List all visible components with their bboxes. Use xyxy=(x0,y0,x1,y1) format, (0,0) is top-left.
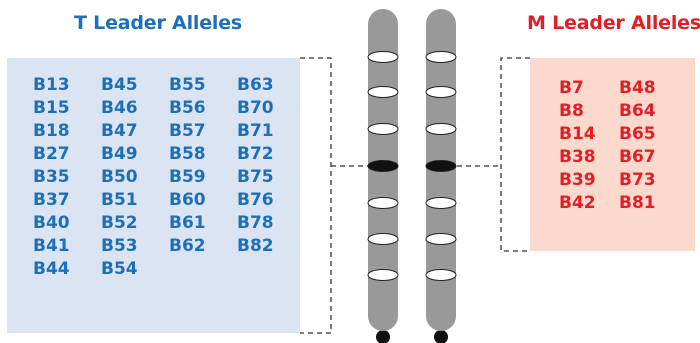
chromosome-2-highlighted-band xyxy=(425,160,457,172)
allele-b15: B15 xyxy=(33,98,70,118)
chromosome-2-band xyxy=(425,86,457,98)
t-leader-bracket xyxy=(300,57,332,334)
allele-b45: B45 xyxy=(101,75,138,95)
allele-b18: B18 xyxy=(33,121,70,141)
m-leader-title: M Leader Alleles xyxy=(527,12,700,34)
allele-b61: B61 xyxy=(169,213,206,233)
allele-b71: B71 xyxy=(237,121,274,141)
allele-b65: B65 xyxy=(619,124,656,144)
allele-b50: B50 xyxy=(101,167,138,187)
allele-b72: B72 xyxy=(237,144,274,164)
allele-b82: B82 xyxy=(237,236,274,256)
allele-b62: B62 xyxy=(169,236,206,256)
chromosome-1-band xyxy=(367,86,399,98)
allele-b57: B57 xyxy=(169,121,206,141)
allele-b40: B40 xyxy=(33,213,70,233)
allele-b41: B41 xyxy=(33,236,70,256)
m-leader-bracket xyxy=(500,57,530,252)
allele-b78: B78 xyxy=(237,213,274,233)
allele-b46: B46 xyxy=(101,98,138,118)
allele-b75: B75 xyxy=(237,167,274,187)
allele-b7: B7 xyxy=(559,78,584,98)
t-leader-title: T Leader Alleles xyxy=(74,12,242,34)
allele-b35: B35 xyxy=(33,167,70,187)
allele-b63: B63 xyxy=(237,75,274,95)
allele-b42: B42 xyxy=(559,193,596,213)
allele-b51: B51 xyxy=(101,190,138,210)
allele-b70: B70 xyxy=(237,98,274,118)
chromosome-2-band xyxy=(425,123,457,135)
chromosome-2-band xyxy=(425,233,457,245)
allele-b44: B44 xyxy=(33,259,70,279)
allele-b52: B52 xyxy=(101,213,138,233)
allele-b37: B37 xyxy=(33,190,70,210)
allele-b67: B67 xyxy=(619,147,656,167)
chromosome-2-band xyxy=(425,269,457,281)
allele-b14: B14 xyxy=(559,124,596,144)
chromosome-1-band xyxy=(367,51,399,63)
allele-b59: B59 xyxy=(169,167,206,187)
allele-b73: B73 xyxy=(619,170,656,190)
allele-b64: B64 xyxy=(619,101,656,121)
chromosome-1-band xyxy=(367,197,399,209)
allele-b13: B13 xyxy=(33,75,70,95)
allele-b49: B49 xyxy=(101,144,138,164)
chromosome-2-band xyxy=(425,51,457,63)
allele-b60: B60 xyxy=(169,190,206,210)
chromosome-2-telomere xyxy=(434,330,448,343)
allele-b47: B47 xyxy=(101,121,138,141)
chromosome-1-highlighted-band xyxy=(367,160,399,172)
chromosome-1-telomere xyxy=(376,330,390,343)
chromosome-2-band xyxy=(425,197,457,209)
allele-b56: B56 xyxy=(169,98,206,118)
chromosome-1-band xyxy=(367,123,399,135)
allele-b48: B48 xyxy=(619,78,656,98)
allele-b76: B76 xyxy=(237,190,274,210)
allele-b39: B39 xyxy=(559,170,596,190)
allele-b81: B81 xyxy=(619,193,656,213)
allele-b8: B8 xyxy=(559,101,584,121)
allele-b55: B55 xyxy=(169,75,206,95)
allele-b38: B38 xyxy=(559,147,596,167)
chromosome-1-band xyxy=(367,269,399,281)
allele-b54: B54 xyxy=(101,259,138,279)
chromosome-1-band xyxy=(367,233,399,245)
allele-b27: B27 xyxy=(33,144,70,164)
allele-b53: B53 xyxy=(101,236,138,256)
allele-b58: B58 xyxy=(169,144,206,164)
